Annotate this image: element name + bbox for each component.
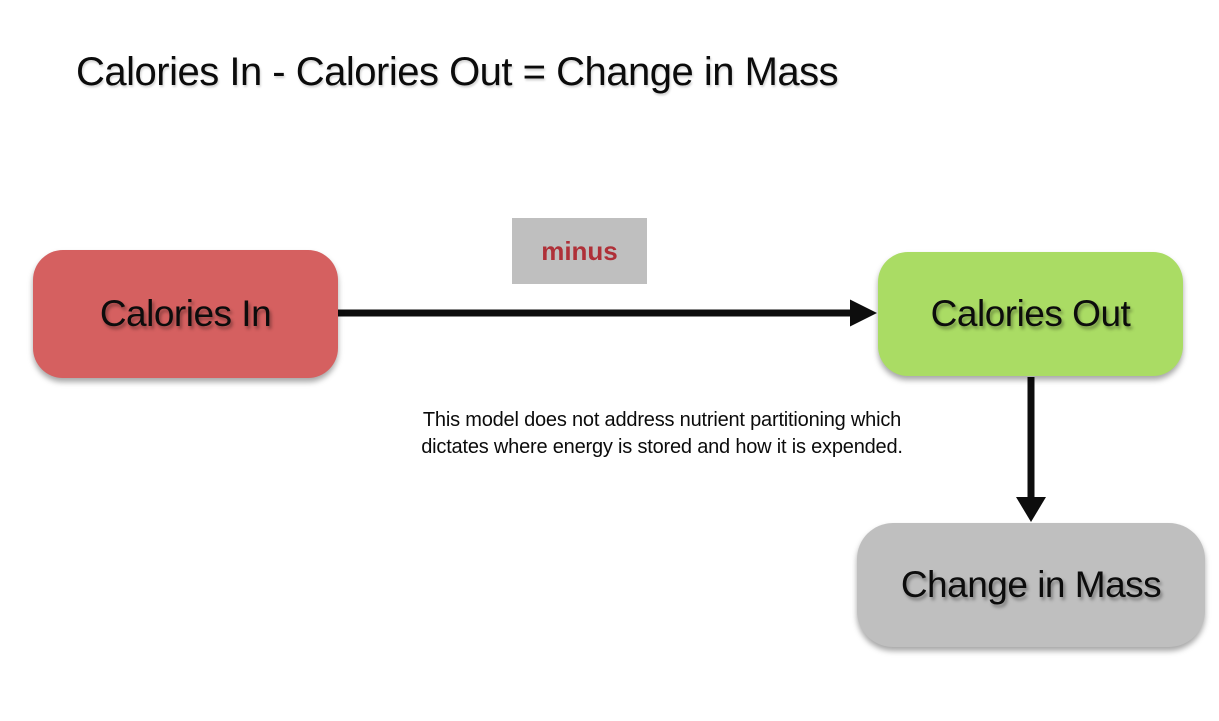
diagram-title: Calories In - Calories Out = Change in M… [76, 50, 839, 94]
node-calories-in: Calories In [33, 250, 338, 378]
note-nutrient-partitioning: This model does not address nutrient par… [362, 407, 962, 461]
operator-badge-minus: minus [512, 218, 647, 284]
node-calories-out-label: Calories Out [930, 293, 1131, 334]
arrow-calories-out-to-change-in-mass [1016, 377, 1046, 522]
note-line-1: This model does not address nutrient par… [422, 409, 902, 431]
note-line-2: dictates where energy is stored and how … [421, 436, 903, 458]
operator-badge-label: minus [541, 235, 618, 266]
node-calories-out: Calories Out [878, 252, 1183, 376]
arrow-calories-in-to-calories-out [338, 299, 877, 327]
node-change-in-mass-label: Change in Mass [900, 564, 1162, 605]
node-change-in-mass: Change in Mass [857, 523, 1205, 647]
node-calories-in-label: Calories In [99, 293, 272, 334]
